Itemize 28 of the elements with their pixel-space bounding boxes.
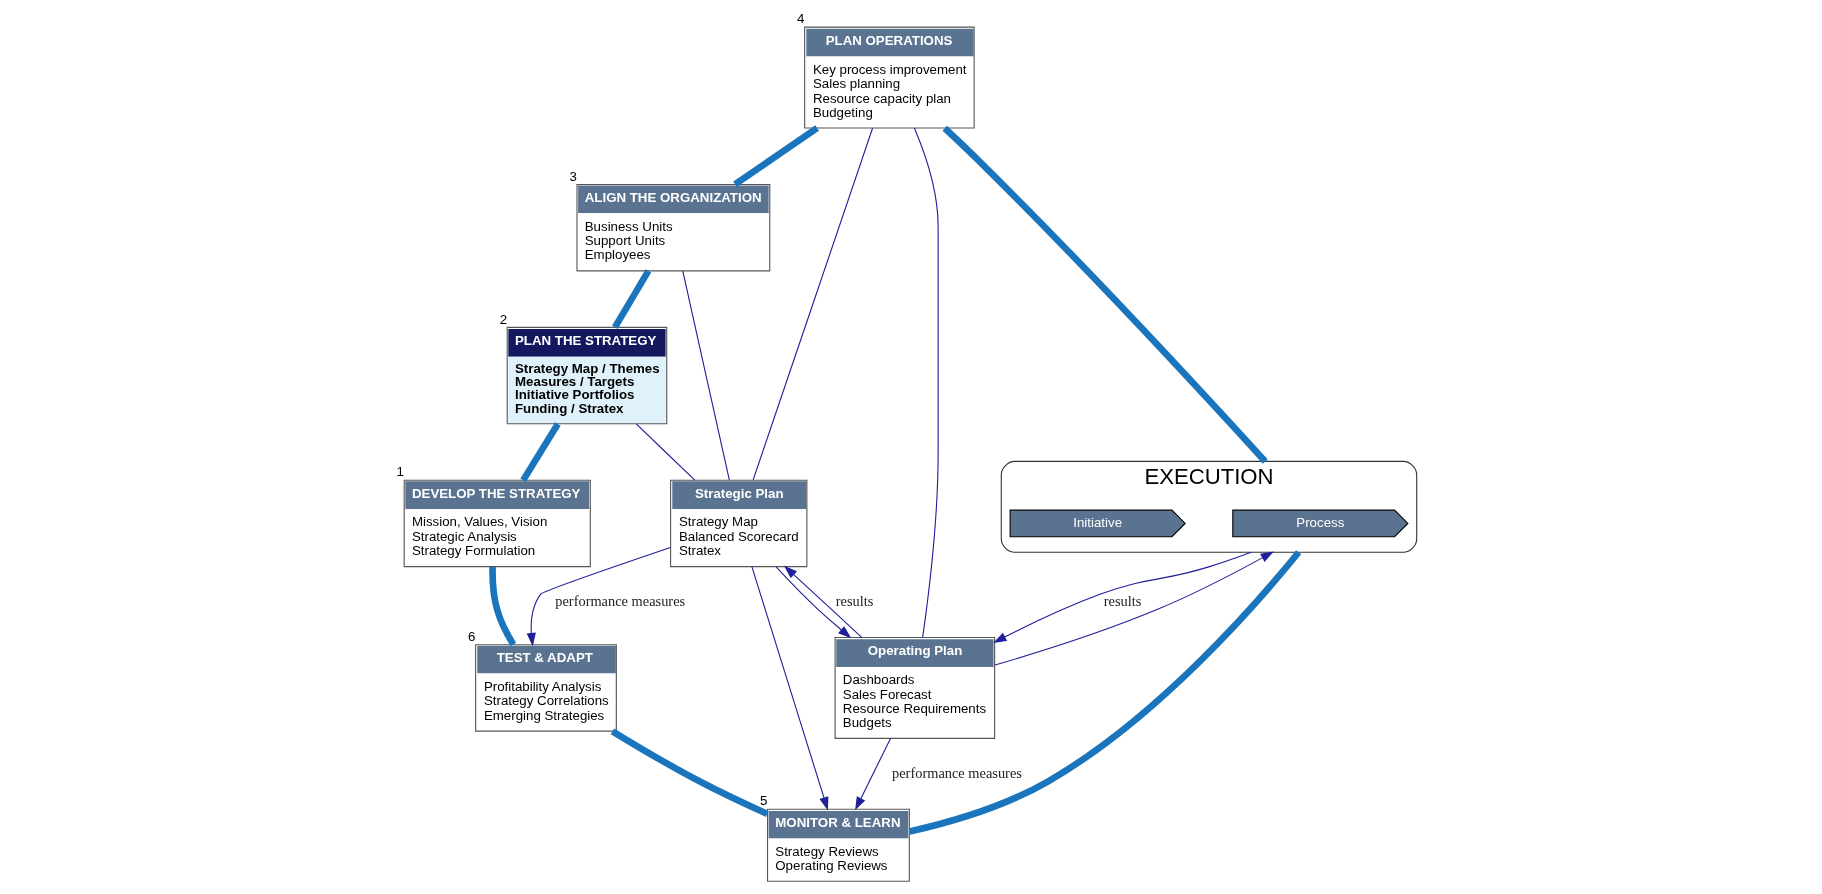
connector [489,566,517,647]
arrow [855,738,892,811]
node-label: 2 [499,311,508,327]
node-label: 6 [468,628,476,644]
arrow [993,551,1252,643]
edge-label: performance measures [892,764,1022,781]
node-label: 1 [396,464,404,480]
node-label: 3 [569,168,577,184]
arrow [526,547,671,647]
node-label: 5 [759,793,768,809]
connector [610,728,769,817]
connector [635,423,696,481]
connector [682,270,730,481]
arrow [784,565,863,638]
connector [942,125,1268,464]
connector [913,127,939,638]
arrow [751,566,829,811]
connector [733,125,820,188]
edge-label: results [1103,592,1142,609]
connector [520,422,561,482]
node-label: 4 [797,11,805,27]
arrow [775,566,852,639]
connector [752,127,874,481]
connector [908,550,1302,835]
connector [612,269,652,329]
arrow [994,551,1274,666]
edge-label: performance measures [555,592,686,609]
edge-label: results [835,592,874,609]
